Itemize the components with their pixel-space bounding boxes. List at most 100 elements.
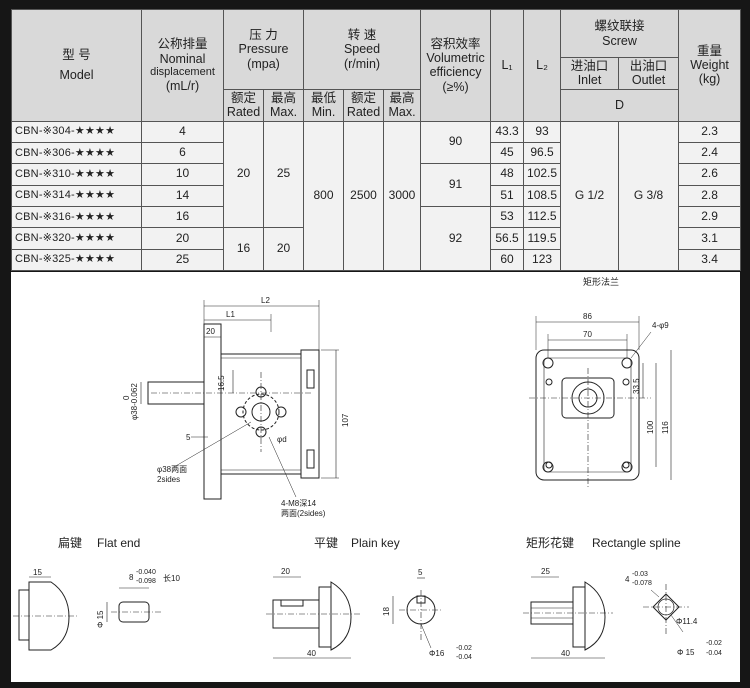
flat-end-title-en: Flat end xyxy=(97,536,140,550)
row-disp: 6 xyxy=(141,141,224,165)
front-view-drawing xyxy=(529,316,672,487)
row-l1: 48 xyxy=(490,163,525,186)
flat-length: 长10 xyxy=(163,573,180,583)
row-l2: 123 xyxy=(523,248,562,272)
dim-phi-d: φd xyxy=(277,435,287,444)
dim-86: 86 xyxy=(583,312,592,321)
row-disp: 14 xyxy=(141,184,224,207)
plain-key-title-cn: 平键 xyxy=(314,536,338,550)
spec-table: 型 号 Model 公称排量 Nominal displacement (mL/… xyxy=(11,8,742,272)
header-speed-unit: (r/min) xyxy=(343,56,381,71)
outlet-thread: G 3/8 xyxy=(618,120,680,272)
row-model: CBN-※306-★★★★ xyxy=(11,141,142,165)
plain-dim-20: 20 xyxy=(281,567,290,576)
row-l1: 43.3 xyxy=(490,120,525,143)
header-inlet-cn: 进油口 xyxy=(570,59,609,74)
side-view-drawing xyxy=(140,300,339,500)
row-disp: 20 xyxy=(141,227,224,250)
label-m8-en: 两面(2sides) xyxy=(281,509,326,518)
header-speed-en: Speed xyxy=(343,42,381,57)
dim-70: 70 xyxy=(583,330,592,339)
row-l2: 93 xyxy=(523,120,562,143)
header-pressure-en: Pressure xyxy=(238,42,289,57)
dim-33-5: 33.5 xyxy=(632,378,641,394)
drawings-svg: L2 L1 20 16.5 0 φ38-0.062 5 φd 107 φ38两面… xyxy=(13,276,722,661)
bolt-circle xyxy=(242,393,280,431)
plain-phi16: Φ16 xyxy=(429,649,445,658)
row-weight: 2.6 xyxy=(678,163,742,186)
dim-L2: L2 xyxy=(261,296,270,305)
header-pressure-cn: 压 力 xyxy=(249,27,278,42)
header-weight-en: Weight xyxy=(690,58,729,73)
row-model: CBN-※316-★★★★ xyxy=(11,205,142,229)
row-model: CBN-※304-★★★★ xyxy=(11,120,142,143)
row-model: CBN-※314-★★★★ xyxy=(11,184,142,207)
header-pressure: 压 力 Pressure (mpa) xyxy=(223,9,304,90)
row-weight: 2.8 xyxy=(678,184,742,207)
row-disp: 4 xyxy=(141,120,224,143)
max-speed: 3000 xyxy=(382,120,422,272)
rated-pressure-group-1: 20 xyxy=(223,120,264,229)
header-vol-unit: (≥%) xyxy=(442,79,469,94)
row-model: CBN-※325-★★★★ xyxy=(11,248,142,272)
row-l2: 108.5 xyxy=(523,184,562,207)
flange-title: 矩形法兰 xyxy=(583,276,619,287)
header-vol-en2: efficiency xyxy=(429,65,482,80)
header-max-speed-en: Max. xyxy=(388,105,416,120)
row-weight: 2.9 xyxy=(678,205,742,229)
row-disp: 10 xyxy=(141,163,224,186)
flat-tol-lower: -0.098 xyxy=(136,578,156,585)
header-model-en: Model xyxy=(59,68,94,83)
dim-100: 100 xyxy=(646,420,655,434)
row-model: CBN-※310-★★★★ xyxy=(11,163,142,186)
header-rated-pressure-cn: 额定 xyxy=(230,90,256,105)
header-weight-unit: (kg) xyxy=(698,72,721,87)
plain-tol-upper: -0.02 xyxy=(456,645,472,652)
row-weight: 3.1 xyxy=(678,227,742,250)
dim-shaft-tol-top: 0 xyxy=(122,395,131,400)
flat-tol-8: 8 xyxy=(129,573,134,582)
label-phi38-cn: φ38两面 xyxy=(157,465,187,474)
max-pressure-group-1: 25 xyxy=(263,120,304,229)
header-max-pressure-en: Max. xyxy=(269,105,298,120)
dim-16-5: 16.5 xyxy=(217,375,226,391)
header-model: 型 号 Model xyxy=(11,9,142,122)
header-inlet: 进油口 Inlet xyxy=(560,57,620,90)
header-disp-unit: (mL/r) xyxy=(165,78,200,93)
label-m8-cn: 4-M8深14 xyxy=(281,499,317,508)
header-rated-speed-en: Rated xyxy=(346,105,381,120)
row-l1: 51 xyxy=(490,184,525,207)
row-weight: 3.4 xyxy=(678,248,742,272)
header-speed: 转 速 Speed (r/min) xyxy=(302,9,422,90)
header-inlet-en: Inlet xyxy=(577,73,602,88)
row-weight: 2.3 xyxy=(678,120,742,143)
header-l1: L₁ xyxy=(490,9,525,122)
inlet-thread: G 1/2 xyxy=(560,120,620,272)
efficiency-group-3: 92 xyxy=(420,205,492,272)
header-disp-en2: displacement xyxy=(150,66,215,79)
spline-tol-4: 4 xyxy=(625,575,630,584)
row-weight: 2.4 xyxy=(678,141,742,165)
flat-phi15: Φ 15 xyxy=(96,610,105,628)
spline-tol-d: -0.02 xyxy=(706,640,722,647)
header-pressure-unit: (mpa) xyxy=(247,56,280,71)
row-disp: 16 xyxy=(141,205,224,229)
technical-drawings: L2 L1 20 16.5 0 φ38-0.062 5 φd 107 φ38两面… xyxy=(11,272,740,682)
dim-L1: L1 xyxy=(226,310,235,319)
header-d: D xyxy=(560,88,680,122)
spline-title-cn: 矩形花键 xyxy=(526,535,574,550)
header-vol-cn: 容积效率 xyxy=(430,36,481,51)
header-weight: 重量 Weight (kg) xyxy=(678,9,742,122)
flat-dim-15: 15 xyxy=(33,568,42,577)
mounting-flange xyxy=(203,323,222,500)
pump-body-rear xyxy=(300,349,320,479)
row-l1: 45 xyxy=(490,141,525,165)
row-l1: 60 xyxy=(490,248,525,272)
spline-phi15: Φ 15 xyxy=(677,648,695,657)
min-speed: 800 xyxy=(303,120,344,272)
